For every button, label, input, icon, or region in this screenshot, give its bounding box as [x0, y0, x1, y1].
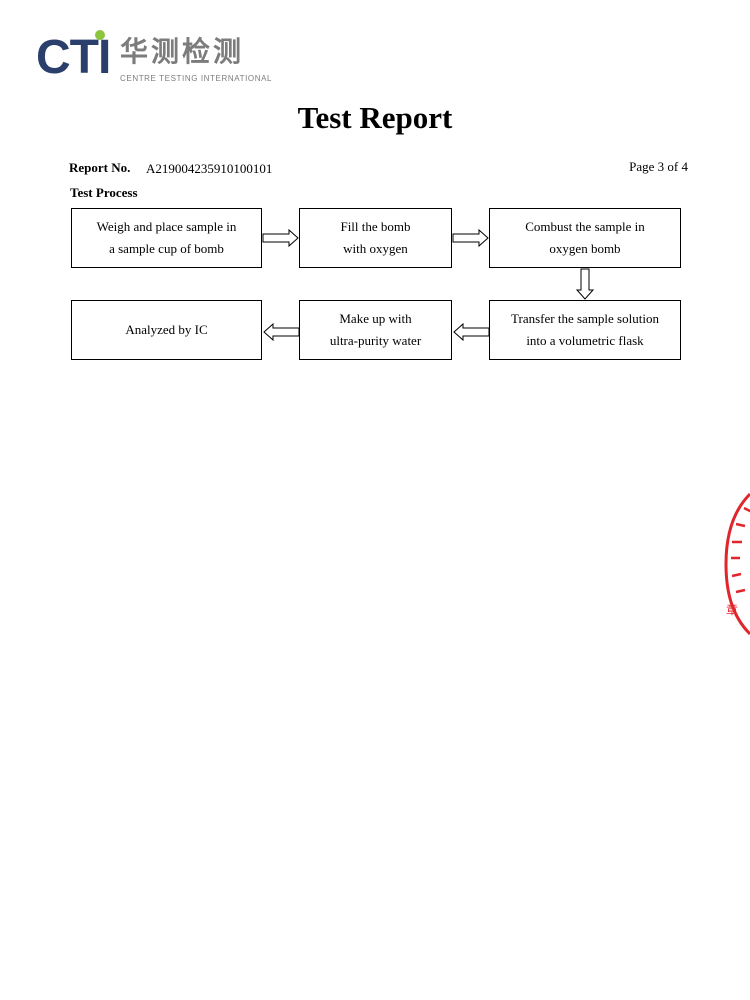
logo-english-text: CENTRE TESTING INTERNATIONAL [120, 74, 273, 83]
report-number-label: Report No. [69, 160, 131, 175]
arrow-down-icon [575, 268, 595, 300]
company-logo: CTI 华测检测 CENTRE TESTING INTERNATIONAL [36, 28, 276, 88]
official-seal-stamp: 章 [724, 492, 750, 636]
arrow-left-icon [453, 322, 490, 342]
step-weigh-sample: Weigh and place sample in a sample cup o… [71, 208, 262, 268]
section-title: Test Process [70, 185, 138, 200]
page-title: Test Report [297, 100, 453, 135]
logo-chinese-text: 华测检测 [120, 35, 245, 68]
arrow-right-icon [452, 228, 489, 248]
step-analyze-ic: Analyzed by IC [71, 300, 262, 360]
stamp-text: 章 [726, 602, 738, 617]
arrow-right-icon [262, 228, 299, 248]
page-number: Page 3 of 4 [629, 159, 688, 174]
step-fill-oxygen: Fill the bomb with oxygen [299, 208, 452, 268]
arrow-left-icon [263, 322, 300, 342]
report-number-value: A219004235910100101 [146, 161, 273, 176]
step-make-up-water: Make up with ultra-purity water [299, 300, 452, 360]
step-transfer-solution: Transfer the sample solution into a volu… [489, 300, 681, 360]
step-combust-sample: Combust the sample in oxygen bomb [489, 208, 681, 268]
logo-dot-icon [95, 30, 105, 40]
